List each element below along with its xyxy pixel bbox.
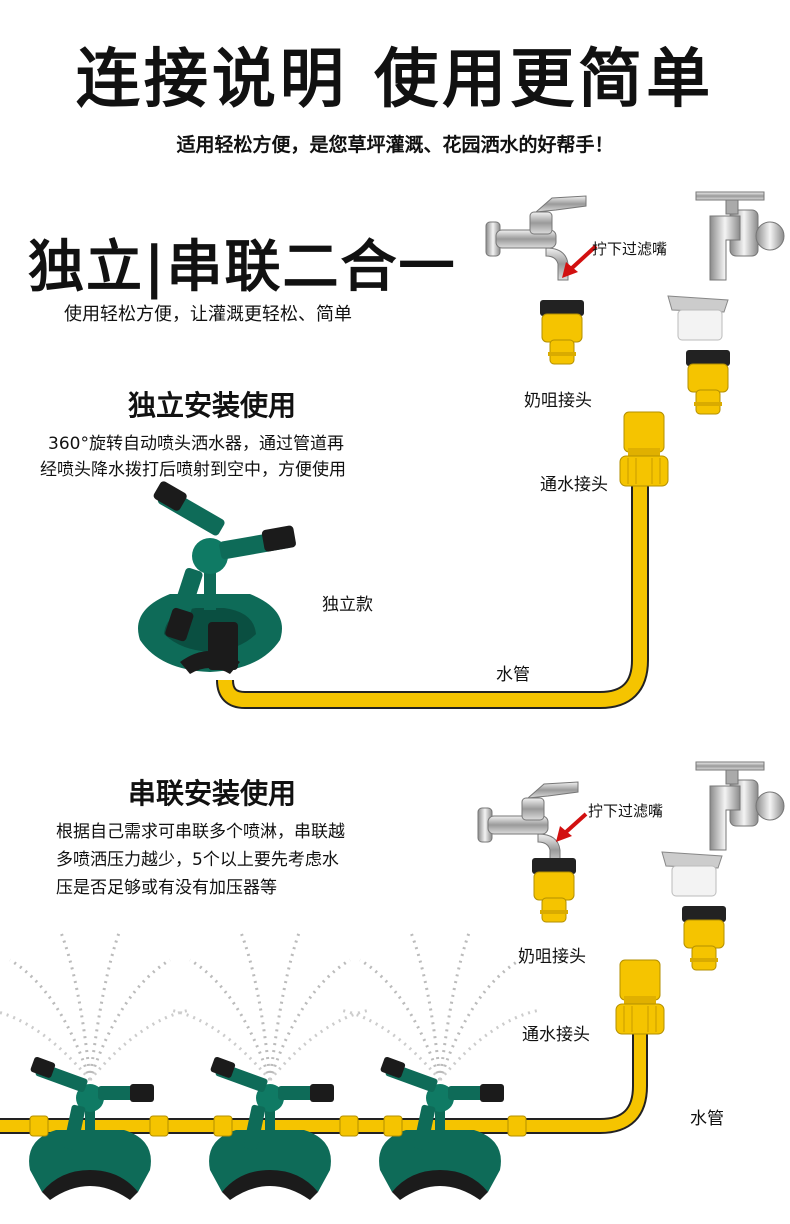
label-unscrew-filter: 拧下过滤嘴 [592,240,668,258]
arrow-icon [556,812,588,842]
standalone-hose [216,480,649,709]
label-hose: 水管 [496,665,530,685]
label-hose: 水管 [690,1109,724,1129]
label-standalone-model: 独立款 [322,595,373,615]
faucet-icon [695,191,785,281]
faucet-icon [695,761,785,851]
nipple-connector-icon [539,299,585,365]
intro-heading: 独立|串联二合一 [28,235,457,300]
nipple-connector-icon [681,905,727,971]
series-text-line1: 根据自己需求可串联多个喷淋，串联越 [56,822,345,842]
nipple-connector-icon [685,349,731,415]
water-connector-icon [619,411,669,487]
water-spray [168,928,372,1082]
label-water-connector: 通水接头 [540,475,608,495]
filter-adapter-icon [661,851,723,897]
water-spray [0,928,192,1082]
standalone-text-line1: 360°旋转自动喷头洒水器，通过管道再 [48,434,344,454]
label-water-connector: 通水接头 [522,1025,590,1045]
water-connector-icon [615,959,665,1035]
arrow-icon [562,244,598,278]
intro-description: 使用轻松方便，让灌溉更轻松、简单 [64,304,352,325]
standalone-text-line2: 经喷头降水拨打后喷射到空中，方便使用 [40,460,346,480]
series-hose [0,1030,648,1134]
page-subtitle: 适用轻松方便，是您草坪灌溉、花园洒水的好帮手！ [176,134,614,156]
page-title: 连接说明 使用更简单 [75,43,715,117]
series-text-line3: 压是否足够或有没有加压器等 [56,878,277,898]
faucet-icon [477,781,579,867]
sprinkler-coupler [208,622,238,670]
nipple-connector-icon [531,857,577,923]
label-nipple-connector: 奶咀接头 [524,391,592,411]
standalone-heading: 独立安装使用 [128,389,297,422]
series-text-line2: 多喷洒压力越少，5个以上要先考虑水 [56,850,339,870]
label-nipple-connector: 奶咀接头 [518,947,586,967]
water-spray [338,928,542,1082]
hose-connector [29,1115,527,1137]
filter-adapter-icon [667,295,729,341]
label-unscrew-filter: 拧下过滤嘴 [588,802,664,820]
series-heading: 串联安装使用 [128,777,297,810]
